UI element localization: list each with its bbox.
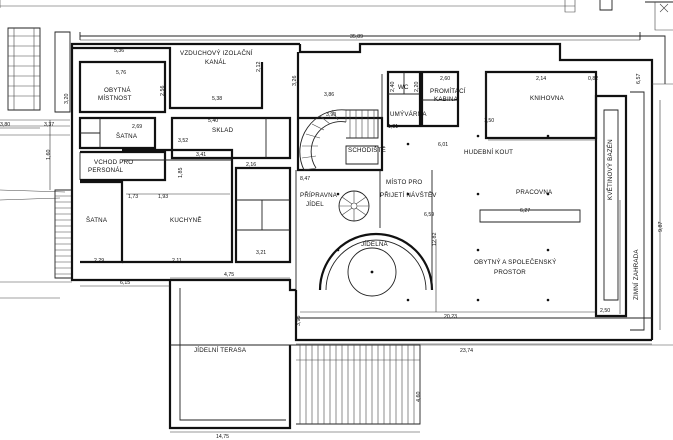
spiral-staircase-small (338, 190, 370, 222)
dimension-labels: 35,89 5,36 5,76 5,38 3,37 3,80 2,69 5,40… (0, 34, 664, 440)
label-vzduchovy-kanal-2: KANÁL (205, 59, 227, 66)
label-misto-2: PŘIJETÍ NÁVŠTĚV (380, 191, 437, 199)
label-vchod-2: PERSONÁL (88, 167, 124, 174)
label-obytna-mistnost-1: OBYTNÁ (104, 87, 131, 94)
label-pripravna-2: JÍDEL (306, 201, 324, 208)
spiral-staircase-main (299, 109, 379, 171)
label-wc: WC (398, 84, 409, 91)
dim-352: 3,52 (178, 138, 188, 144)
dim-3589: 35,89 (350, 34, 363, 40)
dim-536: 5,36 (114, 48, 124, 54)
dim-2023: 20,23 (444, 314, 457, 320)
label-umyvarna: UMÝVÁRNA (390, 111, 427, 118)
dim-240: 2,40 (390, 82, 396, 93)
label-promitaci-2: KABINA (434, 96, 459, 103)
label-kvetinovy-bazen: KVĚTINOVÝ BAZÉN (606, 139, 614, 200)
dim-538: 5,38 (212, 96, 222, 102)
dim-380: 3,80 (0, 122, 10, 128)
dim-193: 1,93 (158, 194, 168, 200)
dim-256: 2,56 (160, 86, 166, 97)
dim-475: 4,75 (224, 272, 234, 278)
dim-160: 1,60 (46, 150, 52, 161)
label-zimni-zahrada: ZIMNÍ ZAHRADA (633, 249, 640, 300)
outer-walls (70, 32, 666, 342)
internal-walls (78, 52, 673, 331)
left-exterior-stairs (54, 189, 73, 279)
label-satna-top: ŠATNA (116, 133, 138, 140)
dim-627: 6,27 (520, 208, 530, 214)
label-obytny-2: PROSTOR (494, 269, 526, 276)
dim-337: 3,37 (44, 122, 54, 128)
dim-657: 6,57 (636, 74, 642, 85)
label-obytny-1: OBYTNÝ A SPOLEČENSKÝ (474, 259, 556, 266)
label-jidelna: JÍDELNA (361, 241, 389, 248)
dim-576: 5,76 (116, 70, 126, 76)
dim-2374: 23,74 (460, 348, 473, 354)
dim-460: 4,60 (416, 392, 422, 403)
columns (336, 134, 550, 302)
dim-211: 2,11 (172, 258, 182, 264)
dim-220: 2,20 (414, 82, 420, 93)
dim-615: 6,15 (120, 280, 130, 286)
label-kuchyne: KUCHYNĚ (170, 216, 202, 224)
label-pripravna-1: PŘÍPRAVNA (300, 191, 338, 199)
room-labels: VZDUCHOVÝ IZOLAČNÍ KANÁL OBYTNÁ MÍSTNOST… (86, 50, 640, 354)
dim-212: 2,12 (256, 62, 262, 73)
dim-659: 6,59 (424, 212, 434, 218)
label-sklad: SKLAD (212, 127, 234, 134)
label-knihovna: KNIHOVNA (530, 95, 565, 102)
dim-341: 3,41 (196, 152, 206, 158)
dim-269: 2,69 (132, 124, 142, 130)
neighbour-outline (0, 0, 673, 31)
label-jidelni-terasa: JÍDELNÍ TERASA (194, 347, 247, 354)
dim-395: 3,95 (296, 316, 302, 327)
dim-150: 1,50 (484, 118, 494, 124)
label-promitaci-1: PROMÍTACÍ (430, 88, 466, 95)
dim-540: 5,40 (208, 118, 218, 124)
dim-185: 1,85 (178, 168, 184, 179)
left-fragment (0, 27, 71, 201)
dim-847: 8,47 (300, 176, 310, 182)
label-hudebni-kout: HUDEBNÍ KOUT (464, 149, 513, 156)
label-vchod-1: VCHOD PRO (94, 159, 133, 166)
dim-173: 1,73 (128, 194, 138, 200)
label-schodiste: SCHODIŠTĚ (348, 146, 386, 154)
dim-386: 3,86 (324, 92, 334, 98)
dim-390: 3,90 (326, 112, 336, 118)
dim-321: 3,21 (256, 250, 266, 256)
dim-250: 2,50 (600, 308, 610, 314)
dim-216: 2,16 (246, 162, 256, 168)
dim-214: 2,14 (536, 76, 546, 82)
dining-table (347, 247, 397, 297)
dim-181: 1,81 (388, 124, 398, 130)
label-vzduchovy-kanal-1: VZDUCHOVÝ IZOLAČNÍ (180, 50, 253, 57)
dim-601: 6,01 (438, 142, 448, 148)
label-pracovna: PRACOVNA (516, 189, 553, 196)
dim-326: 3,26 (292, 76, 298, 87)
label-satna-left: ŠATNA (86, 217, 108, 224)
dimension-lines (0, 39, 661, 433)
label-misto-1: MÍSTO PRO (386, 179, 422, 186)
dim-987: 9,87 (658, 222, 664, 233)
dim-229: 2,29 (94, 258, 104, 264)
dim-082: 0,82 (588, 76, 598, 82)
dim-1475: 14,75 (216, 434, 229, 440)
dim-320-a: 3,20 (64, 94, 70, 105)
dim-260: 2,60 (440, 76, 450, 82)
terrace-outline (0, 280, 673, 430)
label-obytna-mistnost-2: MÍSTNOST (98, 95, 132, 102)
dim-1282: 12,82 (432, 233, 438, 247)
